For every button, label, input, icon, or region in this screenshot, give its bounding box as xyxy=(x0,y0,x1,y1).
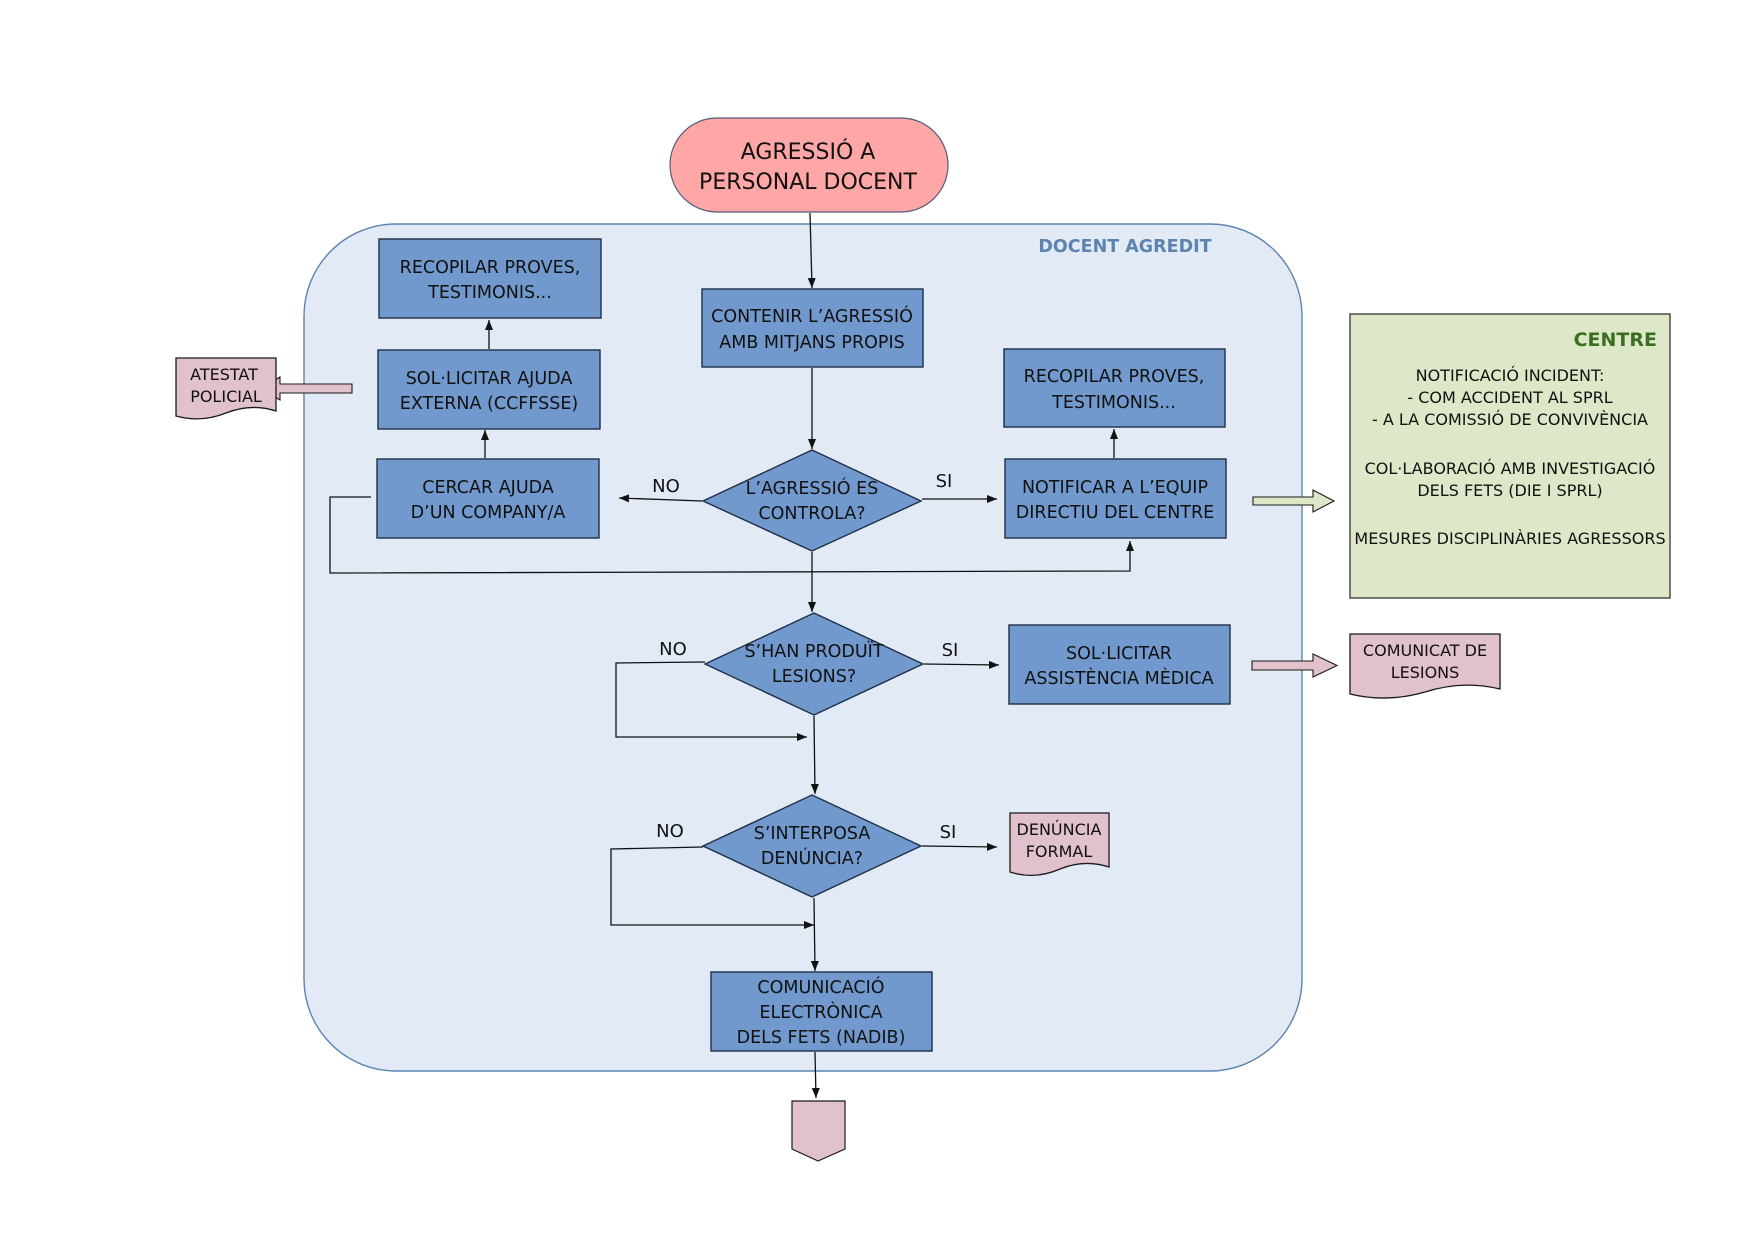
notificar-equip-directiu-label: DIRECTIU DEL CENTRE xyxy=(1016,503,1214,523)
recopilar-proves-right-label: RECOPILAR PROVES, xyxy=(1024,367,1205,387)
comunicacio-electronica-label: COMUNICACIÓ xyxy=(757,976,884,998)
document-atestat-policial-label: POLICIAL xyxy=(190,387,262,406)
comunicacio-electronica-box xyxy=(710,971,933,1052)
document-atestat-policial xyxy=(175,357,277,420)
notificar-equip-directiu-label: NOTIFICAR A L’EQUIP xyxy=(1022,478,1208,498)
contenir-agressio-label: AMB MITJANS PROPIS xyxy=(719,333,905,353)
document-comunicat-lesions xyxy=(1349,633,1501,699)
connector xyxy=(615,661,807,741)
connector xyxy=(618,494,703,503)
connector xyxy=(610,846,814,929)
document-comunicat-lesions-label: LESIONS xyxy=(1391,663,1460,682)
assistencia-medica-label: ASSISTÈNCIA MÈDICA xyxy=(1024,667,1213,689)
sollicitar-ajuda-externa-box xyxy=(377,349,601,430)
connector xyxy=(810,715,819,795)
decision-denuncia-label: S’INTERPOSA xyxy=(754,824,871,844)
block-arrow-right-icon xyxy=(1252,489,1336,513)
decision-denuncia xyxy=(701,794,923,898)
notificar-equip-directiu-box xyxy=(1004,458,1227,539)
start-terminal-label: PERSONAL DOCENT xyxy=(699,170,917,195)
connector xyxy=(810,897,819,972)
document-denuncia-formal-label: DENÚNCIA xyxy=(1017,820,1102,839)
connector xyxy=(807,212,816,289)
start-terminal xyxy=(669,117,949,213)
decision-denuncia-label: DENÚNCIA? xyxy=(761,847,863,869)
recopilar-proves-left-box xyxy=(378,238,602,319)
recopilar-proves-right-box xyxy=(1003,348,1226,428)
connector xyxy=(811,1051,820,1099)
assistencia-medica-label: SOL·LICITAR xyxy=(1066,644,1172,664)
recopilar-proves-right-label: TESTIMONIS... xyxy=(1051,393,1176,413)
decision-lesions-label: LESIONS? xyxy=(772,667,856,687)
lesions-no-label: NO xyxy=(659,639,687,660)
centre-panel-title: CENTRE xyxy=(1574,329,1657,351)
document-atestat-policial-label: ATESTAT xyxy=(190,365,258,384)
centre-panel-line: NOTIFICACIÓ INCIDENT: xyxy=(1416,366,1605,385)
decision-controla xyxy=(701,449,923,552)
docent-agredit-title: DOCENT AGREDIT xyxy=(1038,237,1211,257)
cercar-ajuda-label: CERCAR AJUDA xyxy=(422,478,554,498)
centre-panel-line: DELS FETS (DIE I SPRL) xyxy=(1417,481,1602,500)
comunicacio-electronica-label: DELS FETS (NADIB) xyxy=(737,1028,906,1048)
document-comunicat-lesions-label: COMUNICAT DE xyxy=(1363,641,1487,660)
centre-panel-line: COL·LABORACIÓ AMB INVESTIGACIÓ xyxy=(1365,459,1656,478)
denuncia-no-label: NO xyxy=(656,821,684,842)
centre-panel-line: - A LA COMISSIÓ DE CONVIVÈNCIA xyxy=(1372,410,1648,429)
centre-panel-line: - COM ACCIDENT AL SPRL xyxy=(1407,388,1612,407)
assistencia-medica-box xyxy=(1008,624,1231,705)
off-page-connector-icon xyxy=(791,1100,846,1162)
denuncia-yes-label: SI xyxy=(940,822,957,843)
recopilar-proves-left-label: RECOPILAR PROVES, xyxy=(400,258,581,278)
sollicitar-ajuda-externa-label: SOL·LICITAR AJUDA xyxy=(406,369,573,389)
decision-lesions-label: S’HAN PRODUÏT xyxy=(744,641,883,662)
lesions-yes-label: SI xyxy=(942,640,959,661)
centre-panel xyxy=(1349,313,1671,599)
decision-lesions xyxy=(703,612,925,716)
contenir-agressio-label: CONTENIR L’AGRESSIÓ xyxy=(711,305,913,327)
connector xyxy=(921,842,998,851)
contenir-agressio-box xyxy=(701,288,924,368)
document-denuncia-formal-label: FORMAL xyxy=(1026,842,1093,861)
cercar-ajuda-box xyxy=(376,458,600,539)
controla-no-label: NO xyxy=(652,476,680,497)
connector xyxy=(329,496,1134,574)
block-arrow-right-icon xyxy=(1251,653,1339,678)
controla-yes-label: SI xyxy=(936,471,953,492)
document-denuncia-formal xyxy=(1009,812,1110,876)
start-terminal-label: AGRESSIÓ A xyxy=(741,139,876,165)
decision-controla-label: CONTROLA? xyxy=(758,504,865,524)
recopilar-proves-left-label: TESTIMONIS... xyxy=(427,283,552,303)
sollicitar-ajuda-externa-label: EXTERNA (CCFFSSE) xyxy=(400,394,578,414)
centre-panel-line: MESURES DISCIPLINÀRIES AGRESSORS xyxy=(1354,529,1665,548)
decision-controla-label: L’AGRESSIÓ ES xyxy=(746,477,879,499)
connector xyxy=(923,660,1000,669)
cercar-ajuda-label: D’UN COMPANY/A xyxy=(411,503,566,523)
comunicacio-electronica-label: ELECTRÒNICA xyxy=(759,1001,882,1023)
